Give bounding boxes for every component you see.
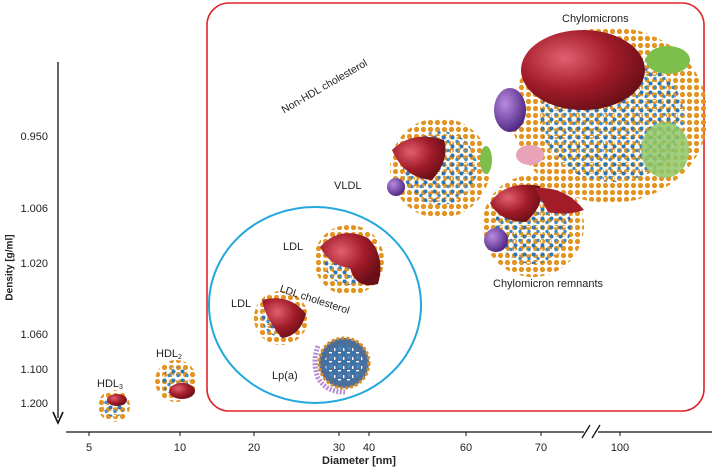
axis-break [581,424,601,439]
chylomicron-remnants-label: Chylomicron remnants [493,278,604,290]
hdl3-label: HDL3 [97,378,123,394]
x-ticks [88,432,621,436]
x-tick-10: 10 [173,442,187,454]
chylomicron-remnants-particle [482,175,584,277]
x-tick-20: 20 [247,442,261,454]
y-tick-0950: 0.950 [20,131,48,143]
y-tick-1060: 1.060 [20,329,48,341]
ldl-large-label: LDL [283,241,304,253]
x-tick-5: 5 [85,442,93,454]
vldl-label: VLDL [334,180,362,192]
hdl2-label: HDL2 [156,348,182,364]
x-tick-60: 60 [459,442,473,454]
hdl3-label-sub: 3 [119,384,123,391]
y-tick-1006: 1.006 [20,203,48,215]
hdl2-label-sub: 2 [178,354,182,361]
y-axis-arrow [52,411,64,425]
lpa-particle [312,336,371,395]
hdl3-label-text: HDL [97,378,120,390]
ldl-region [208,206,422,404]
ldl-small-particle [254,291,308,345]
x-tick-70: 70 [534,442,548,454]
non-hdl-region [206,2,705,412]
vldl-particle [387,118,492,218]
y-tick-1100: 1.100 [20,364,48,376]
y-tick-1020: 1.020 [20,258,48,270]
hdl2-label-text: HDL [156,348,179,360]
x-tick-100: 100 [610,442,630,454]
chylomicron-particle [494,27,708,203]
ldl-small-label: LDL [231,298,252,310]
y-tick-1200: 1.200 [20,398,48,410]
hdl2-particle [155,360,197,402]
x-tick-40: 40 [362,442,376,454]
ldl-large-particle [314,225,384,295]
hdl3-particle [98,390,130,422]
chylomicrons-label: Chylomicrons [562,13,629,25]
lpa-label: Lp(a) [272,370,298,382]
x-tick-30: 30 [332,442,346,454]
x-axis-label: Diameter [nm] [322,455,396,467]
